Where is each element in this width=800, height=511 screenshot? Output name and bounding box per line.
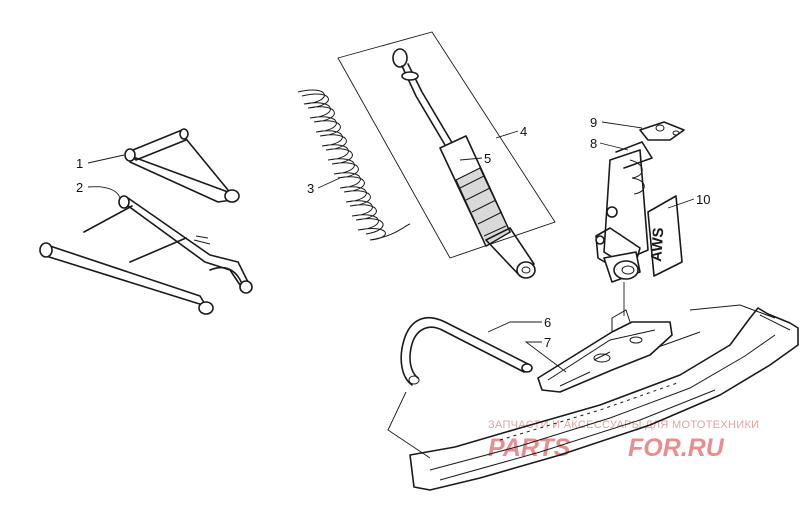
- spindle-cap: [639, 121, 685, 141]
- aws-decal: AWS: [647, 195, 683, 277]
- callout-8: 8: [590, 136, 597, 151]
- callout-10: 10: [696, 192, 710, 207]
- callout-6: 6: [544, 315, 551, 330]
- upper-a-arm: [124, 128, 240, 203]
- shock-absorber: [392, 48, 536, 279]
- ski-saddle: [537, 309, 673, 393]
- callout-2: 2: [76, 180, 83, 195]
- watermark-logo-right: FOR.RU: [628, 434, 725, 462]
- watermark: ЗАПЧАСТИ И АКСЕССУАРЫ ДЛЯ МОТОТЕХНИКИ PA…: [488, 419, 759, 462]
- callout-1: 1: [76, 156, 83, 171]
- callouts: 1 2 3 4 5 6 7 8 9 10: [76, 115, 710, 350]
- callout-9: 9: [590, 115, 597, 130]
- callout-5: 5: [484, 151, 491, 166]
- callout-3: 3: [307, 181, 314, 196]
- ski-bumper: [400, 316, 533, 386]
- callout-7: 7: [544, 335, 551, 350]
- coil-spring: [297, 89, 411, 241]
- spindle-housing: [595, 141, 653, 283]
- lower-a-arm: [39, 195, 253, 315]
- callout-leaders: [87, 121, 695, 459]
- callout-4: 4: [520, 124, 527, 139]
- decal-text: AWS: [648, 227, 667, 262]
- watermark-logo-left: PARTS: [488, 434, 571, 462]
- shock-group-outline: [337, 31, 556, 259]
- ski: [409, 304, 799, 491]
